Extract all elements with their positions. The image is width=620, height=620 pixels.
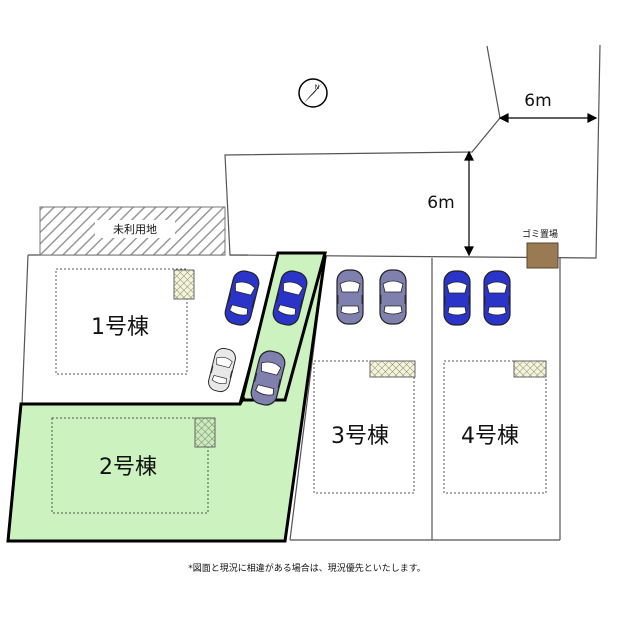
car-4a: [443, 270, 471, 326]
car-1b: [206, 346, 238, 394]
building-4-label: 4号棟: [461, 424, 519, 449]
car-3a: [336, 269, 364, 325]
building-footprints: [51, 268, 547, 514]
dimension-top-label: 6m: [524, 91, 551, 111]
footnote: *図面と現況に相違がある場合は、現況優先といたします。: [188, 562, 426, 574]
compass-label: N: [315, 84, 320, 91]
garbage-area: ゴミ置場: [522, 228, 559, 269]
building-4-footprint: [443, 360, 547, 494]
unused-land: 未利用地: [39, 206, 226, 256]
entrance-4: [513, 360, 547, 378]
car-3b: [379, 269, 407, 325]
building-3-footprint: [313, 360, 415, 494]
building-2-label: 2号棟: [99, 455, 157, 480]
compass-icon: N: [298, 78, 328, 108]
building-1-label: 1号棟: [91, 315, 149, 340]
building-3-label: 3号棟: [331, 424, 389, 449]
car-1a: [222, 268, 262, 328]
car-4b: [483, 270, 511, 326]
building-2-footprint: [51, 417, 209, 514]
building-1-footprint: [55, 268, 188, 375]
cars: [206, 268, 511, 408]
entrance-1: [173, 269, 195, 300]
unused-land-label: 未利用地: [113, 223, 157, 236]
entrance-3: [369, 360, 416, 378]
dimension-side: [464, 150, 474, 257]
garbage-area-label: ゴミ置場: [522, 228, 558, 240]
dimension-side-label: 6m: [427, 193, 454, 213]
dimension-top: [498, 113, 598, 123]
entrance-2: [194, 417, 216, 448]
